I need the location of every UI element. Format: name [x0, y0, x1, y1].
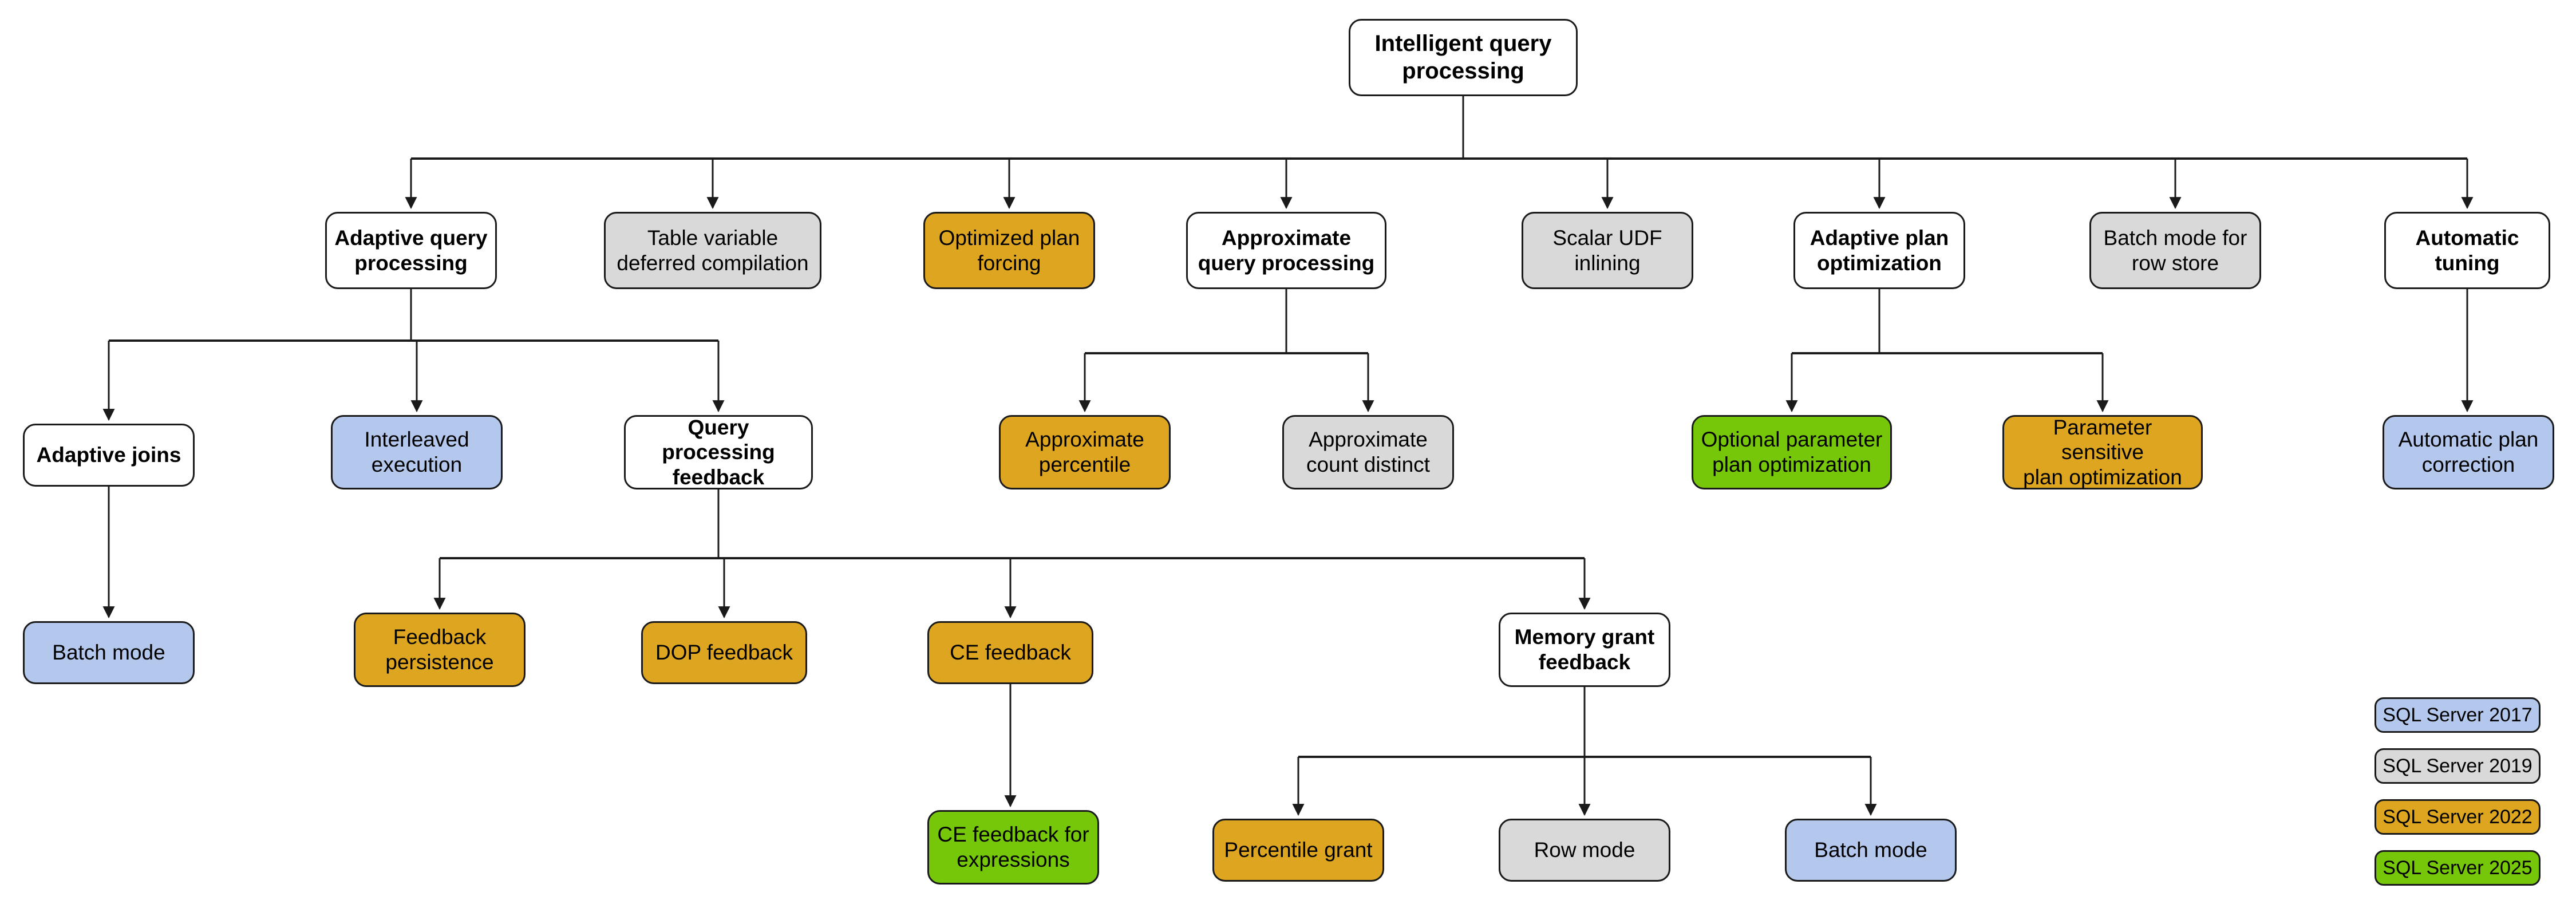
node-pspo[interactable]: Parameter sensitive plan optimization	[2002, 415, 2203, 489]
node-approxcount[interactable]: Approximate count distinct	[1282, 415, 1454, 489]
legend-item-sql-server-2019: SQL Server 2019	[2374, 748, 2541, 784]
node-label: Table variable deferred compilation	[617, 226, 809, 275]
legend-item-sql-server-2025: SQL Server 2025	[2374, 850, 2541, 886]
node-approx[interactable]: Approximate query processing	[1186, 212, 1386, 289]
node-tvdc[interactable]: Table variable deferred compilation	[604, 212, 821, 289]
node-approxpct[interactable]: Approximate percentile	[999, 415, 1171, 489]
node-label: Feedback persistence	[385, 625, 494, 674]
node-interleaved[interactable]: Interleaved execution	[331, 415, 503, 489]
node-bmrs[interactable]: Batch mode for row store	[2089, 212, 2261, 289]
legend-item-label: SQL Server 2019	[2383, 755, 2532, 777]
legend-item-label: SQL Server 2017	[2383, 704, 2532, 726]
node-feedbackpers[interactable]: Feedback persistence	[354, 613, 526, 687]
node-label: CE feedback	[950, 641, 1071, 665]
node-adaptivejoins[interactable]: Adaptive joins	[23, 424, 195, 487]
node-batchmode2[interactable]: Batch mode	[1785, 819, 1957, 882]
node-label: Approximate count distinct	[1306, 428, 1430, 476]
node-autotune[interactable]: Automatic tuning	[2384, 212, 2550, 289]
node-label: Automatic plan correction	[2398, 428, 2539, 476]
node-label: Optional parameter plan optimization	[1701, 428, 1883, 476]
legend-item-sql-server-2022: SQL Server 2022	[2374, 799, 2541, 835]
node-apo[interactable]: Adaptive plan optimization	[1793, 212, 1965, 289]
node-label: Query processing feedback	[662, 415, 775, 489]
node-label: Scalar UDF inlining	[1552, 226, 1662, 275]
node-label: Memory grant feedback	[1514, 625, 1655, 674]
node-cefeedback[interactable]: CE feedback	[927, 621, 1093, 684]
node-label: Approximate query processing	[1198, 226, 1375, 275]
node-label: Interleaved execution	[364, 428, 469, 476]
node-root[interactable]: Intelligent query processing	[1349, 19, 1578, 96]
node-label: Batch mode	[1814, 838, 1927, 862]
node-oppo[interactable]: Optional parameter plan optimization	[1692, 415, 1892, 489]
legend-item-label: SQL Server 2025	[2383, 856, 2532, 879]
node-label: Parameter sensitive plan optimization	[2023, 415, 2182, 489]
node-memgrant[interactable]: Memory grant feedback	[1499, 613, 1670, 687]
node-aqp[interactable]: Adaptive query processing	[325, 212, 497, 289]
node-opf[interactable]: Optimized plan forcing	[923, 212, 1095, 289]
legend-item-label: SQL Server 2022	[2383, 806, 2532, 828]
node-qpf[interactable]: Query processing feedback	[624, 415, 813, 489]
node-apc[interactable]: Automatic plan correction	[2383, 415, 2554, 489]
node-label: Percentile grant	[1224, 838, 1373, 862]
node-pctgrant[interactable]: Percentile grant	[1212, 819, 1384, 882]
node-label: CE feedback for expressions	[937, 823, 1089, 871]
node-cefeedbackexpr[interactable]: CE feedback for expressions	[927, 810, 1099, 885]
node-label: Approximate percentile	[1025, 428, 1144, 476]
node-rowmode[interactable]: Row mode	[1499, 819, 1670, 882]
node-label: Row mode	[1534, 838, 1635, 862]
node-udf[interactable]: Scalar UDF inlining	[1522, 212, 1693, 289]
node-label: Automatic tuning	[2415, 226, 2519, 275]
node-label: Adaptive joins	[36, 443, 181, 467]
node-batchmode1[interactable]: Batch mode	[23, 621, 195, 684]
node-label: Intelligent query processing	[1374, 31, 1552, 84]
node-label: Adaptive plan optimization	[1809, 226, 1949, 275]
node-label: Adaptive query processing	[334, 226, 488, 275]
legend-item-sql-server-2017: SQL Server 2017	[2374, 697, 2541, 733]
node-dopfeedback[interactable]: DOP feedback	[641, 621, 807, 684]
node-label: Optimized plan forcing	[938, 226, 1080, 275]
node-label: Batch mode for row store	[2103, 226, 2247, 275]
node-label: Batch mode	[52, 641, 165, 665]
node-label: DOP feedback	[655, 641, 793, 665]
